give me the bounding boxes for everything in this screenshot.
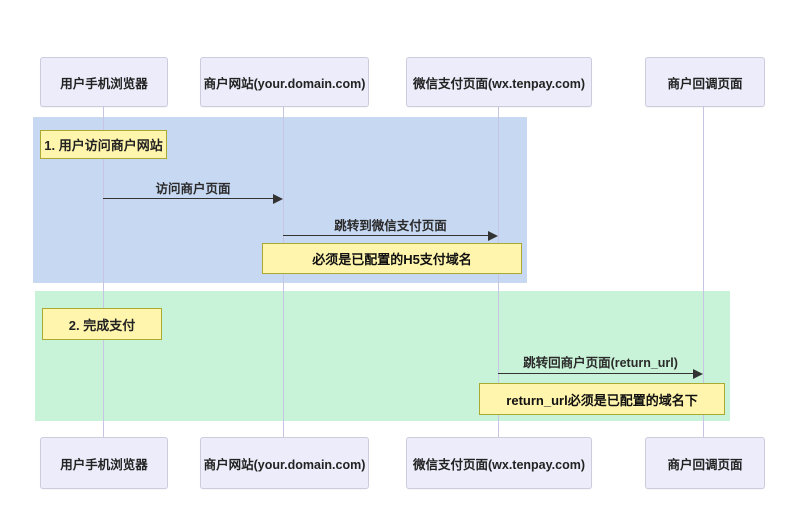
actor-label: 用户手机浏览器 — [60, 76, 148, 91]
lifeline-user-browser — [103, 105, 104, 437]
note-text: return_url必须是已配置的域名下 — [506, 392, 698, 408]
actor-bottom-merchant-callback: 商户回调页面 — [645, 437, 765, 489]
actor-top-merchant-site: 商户网站(your.domain.com) — [200, 57, 369, 107]
message-3-arrowhead-icon — [693, 369, 703, 379]
message-3-label: 跳转回商户页面(return_url) — [523, 356, 678, 370]
actor-bottom-merchant-site: 商户网站(your.domain.com) — [200, 437, 369, 489]
message-1-arrowhead-icon — [273, 194, 283, 204]
phase-label-text: 2. 完成支付 — [68, 317, 136, 333]
actor-top-merchant-callback: 商户回调页面 — [645, 57, 765, 107]
message-1-line — [103, 198, 275, 199]
phase-2-label: 2. 完成支付 — [42, 308, 162, 340]
actor-label: 商户网站(your.domain.com) — [203, 76, 366, 91]
actor-label: 商户回调页面 — [667, 457, 743, 472]
note-return-url-domain: return_url必须是已配置的域名下 — [479, 383, 725, 415]
actor-label: 微信支付页面(wx.tenpay.com) — [412, 76, 585, 91]
note-h5-domain: 必须是已配置的H5支付域名 — [262, 243, 522, 274]
actor-label: 商户网站(your.domain.com) — [203, 457, 366, 472]
phase-label-text: 1. 用户访问商户网站 — [44, 138, 163, 153]
actor-top-wechat-pay-page: 微信支付页面(wx.tenpay.com) — [406, 57, 592, 107]
message-3-line — [498, 373, 695, 374]
actor-label: 商户回调页面 — [667, 76, 743, 91]
note-text: 必须是已配置的H5支付域名 — [312, 252, 472, 267]
message-2-label: 跳转到微信支付页面 — [334, 219, 447, 233]
actor-label: 用户手机浏览器 — [60, 457, 148, 472]
message-1-label: 访问商户页面 — [155, 182, 231, 196]
actor-bottom-user-browser: 用户手机浏览器 — [40, 437, 168, 489]
phase-1-label: 1. 用户访问商户网站 — [40, 130, 167, 159]
message-2-line — [283, 235, 490, 236]
message-2-arrowhead-icon — [488, 231, 498, 241]
actor-bottom-wechat-pay-page: 微信支付页面(wx.tenpay.com) — [406, 437, 592, 489]
actor-top-user-browser: 用户手机浏览器 — [40, 57, 168, 107]
lifeline-merchant-callback — [703, 105, 704, 437]
actor-label: 微信支付页面(wx.tenpay.com) — [412, 457, 585, 472]
